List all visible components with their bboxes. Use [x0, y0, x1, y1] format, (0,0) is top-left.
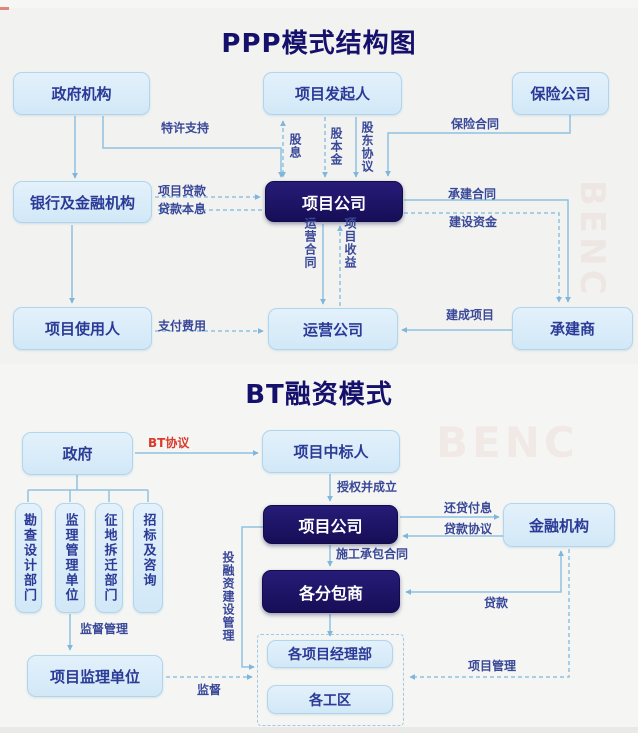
edge-label-authorize-establish: 授权并成立	[337, 480, 398, 494]
node-gov-agency: 政府机构	[13, 72, 150, 115]
node-bid-winner: 项目中标人	[262, 430, 400, 473]
bt-title: BT融资模式	[245, 380, 393, 410]
node-ppp-project-company: 项目公司	[265, 181, 403, 222]
edge-label-invest-build-mgmt: 投融资建设管理	[221, 551, 235, 642]
node-project-supervision-unit: 项目监理单位	[27, 655, 163, 697]
edge-label-construction-fund: 建设资金	[449, 215, 498, 229]
node-insurance-company: 保险公司	[512, 72, 609, 115]
edge-label-payment: 支付费用	[158, 319, 207, 333]
node-project-manager-depts: 各项目经理部	[267, 640, 393, 668]
node-bank-financial: 银行及金融机构	[13, 181, 152, 223]
node-supervision-mgmt-unit: 监理管理单位	[55, 503, 85, 613]
bottom-strip	[0, 727, 638, 733]
edge-label-shareholder-agreement: 股东协议	[360, 121, 374, 173]
edge-label-project-mgmt: 项目管理	[468, 659, 517, 673]
edge-label-loan: 贷款	[484, 596, 509, 610]
edge-label-construction-subcontract: 施工承包合同	[336, 547, 409, 561]
edge-label-repay-interest: 还贷付息	[444, 501, 493, 515]
red-edge-mark	[0, 7, 9, 10]
node-bidding-consulting: 招标及咨询	[133, 503, 163, 613]
edge-label-construction-contract: 承建合同	[448, 187, 497, 201]
edge-label-operation-contract: 运营合同	[303, 217, 317, 269]
edge-label-completed-project: 建成项目	[446, 308, 495, 322]
ppp-title: PPP模式结构图	[221, 29, 417, 59]
edge-label-loan-agreement: 贷款协议	[444, 522, 493, 536]
edge-label-loan-principal-interest: 贷款本息	[158, 202, 207, 216]
node-subcontractors: 各分包商	[262, 570, 400, 613]
node-contractor: 承建商	[512, 307, 633, 350]
edge-label-franchise-support: 特许支持	[161, 121, 210, 135]
edge-label-project-loan: 项目贷款	[158, 184, 207, 198]
edge-label-dividend: 股息	[288, 133, 302, 159]
edge-label-bt-agreement: BT协议	[148, 436, 190, 450]
node-bt-project-company: 项目公司	[263, 505, 398, 544]
node-land-demolition-dept: 征地拆迁部门	[95, 503, 123, 613]
edge-label-supervise-mgmt: 监督管理	[80, 622, 129, 636]
watermark-text: BENC	[436, 418, 579, 467]
edge-label-project-revenue: 项目收益	[343, 217, 357, 269]
edge-label-supervise: 监督	[197, 683, 222, 697]
node-project-sponsor: 项目发起人	[263, 72, 402, 115]
node-survey-design-dept: 勘查设计部门	[15, 503, 42, 613]
node-work-areas: 各工区	[267, 685, 393, 714]
edge-label-insurance-contract: 保险合同	[451, 117, 500, 131]
edge-label-equity: 股本金	[329, 127, 343, 166]
node-bt-government: 政府	[22, 432, 133, 475]
node-operating-company: 运营公司	[268, 308, 398, 350]
node-financial-institution: 金融机构	[503, 503, 615, 547]
node-project-user: 项目使用人	[13, 307, 152, 350]
